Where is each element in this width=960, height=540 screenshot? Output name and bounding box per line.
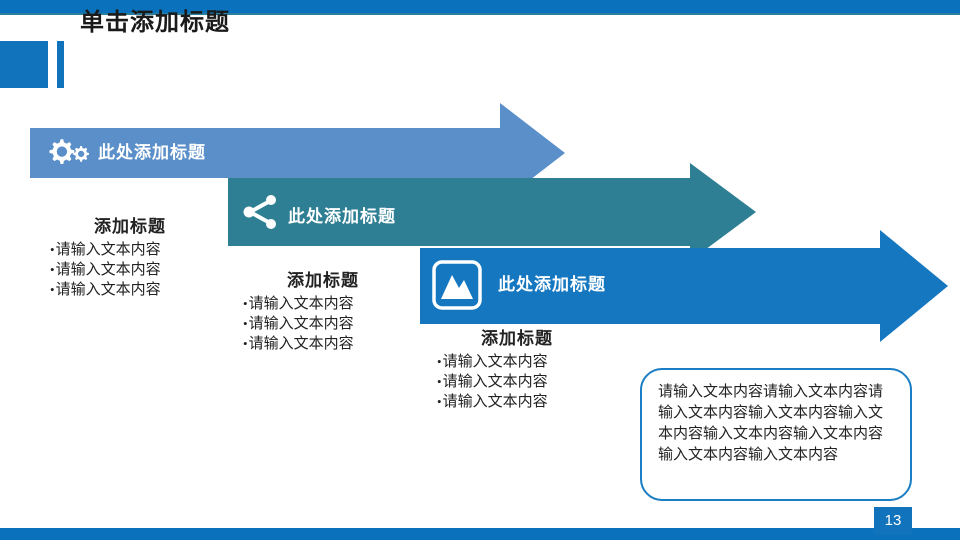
list-item: 请输入文本内容: [437, 352, 597, 372]
text-column-2-list: 请输入文本内容 请输入文本内容 请输入文本内容: [243, 294, 403, 354]
title-square-decoration: [0, 41, 48, 88]
image-mountain-icon: [431, 259, 483, 316]
list-item: 请输入文本内容: [243, 334, 403, 354]
text-column-1: 添加标题 请输入文本内容 请输入文本内容 请输入文本内容: [50, 212, 210, 300]
gears-icon: [44, 136, 92, 171]
list-item: 请输入文本内容: [50, 280, 210, 300]
process-arrow-2-label: 此处添加标题: [288, 207, 396, 226]
process-arrow-1-label: 此处添加标题: [98, 143, 206, 162]
process-arrow-3[interactable]: [420, 230, 948, 342]
text-column-3-list: 请输入文本内容 请输入文本内容 请输入文本内容: [437, 352, 597, 412]
process-arrow-2[interactable]: [228, 163, 756, 261]
top-accent-strip: [0, 0, 960, 13]
text-column-3-heading: 添加标题: [481, 329, 553, 348]
text-column-3: 添加标题 请输入文本内容 请输入文本内容 请输入文本内容: [437, 324, 597, 412]
page-title: 单击添加标题: [80, 9, 230, 36]
share-nodes-icon: [240, 192, 280, 237]
text-column-2-heading: 添加标题: [287, 271, 359, 290]
list-item: 请输入文本内容: [437, 372, 597, 392]
list-item: 请输入文本内容: [243, 314, 403, 334]
text-column-1-list: 请输入文本内容 请输入文本内容 请输入文本内容: [50, 240, 210, 300]
list-item: 请输入文本内容: [50, 240, 210, 260]
process-arrow-3-label: 此处添加标题: [498, 275, 606, 294]
note-box-text: 请输入文本内容请输入文本内容请输入文本内容输入文本内容输入文本内容输入文本内容输…: [658, 384, 884, 463]
list-item: 请输入文本内容: [437, 392, 597, 412]
text-column-2: 添加标题 请输入文本内容 请输入文本内容 请输入文本内容: [243, 266, 403, 354]
title-bar-decoration: [57, 41, 64, 88]
top-accent-strip-edge: [0, 13, 960, 15]
page-number-badge: 13: [874, 507, 912, 535]
list-item: 请输入文本内容: [50, 260, 210, 280]
list-item: 请输入文本内容: [243, 294, 403, 314]
text-column-1-heading: 添加标题: [94, 217, 166, 236]
bottom-accent-strip: [0, 528, 960, 540]
note-box[interactable]: 请输入文本内容请输入文本内容请输入文本内容输入文本内容输入文本内容输入文本内容输…: [640, 368, 912, 501]
